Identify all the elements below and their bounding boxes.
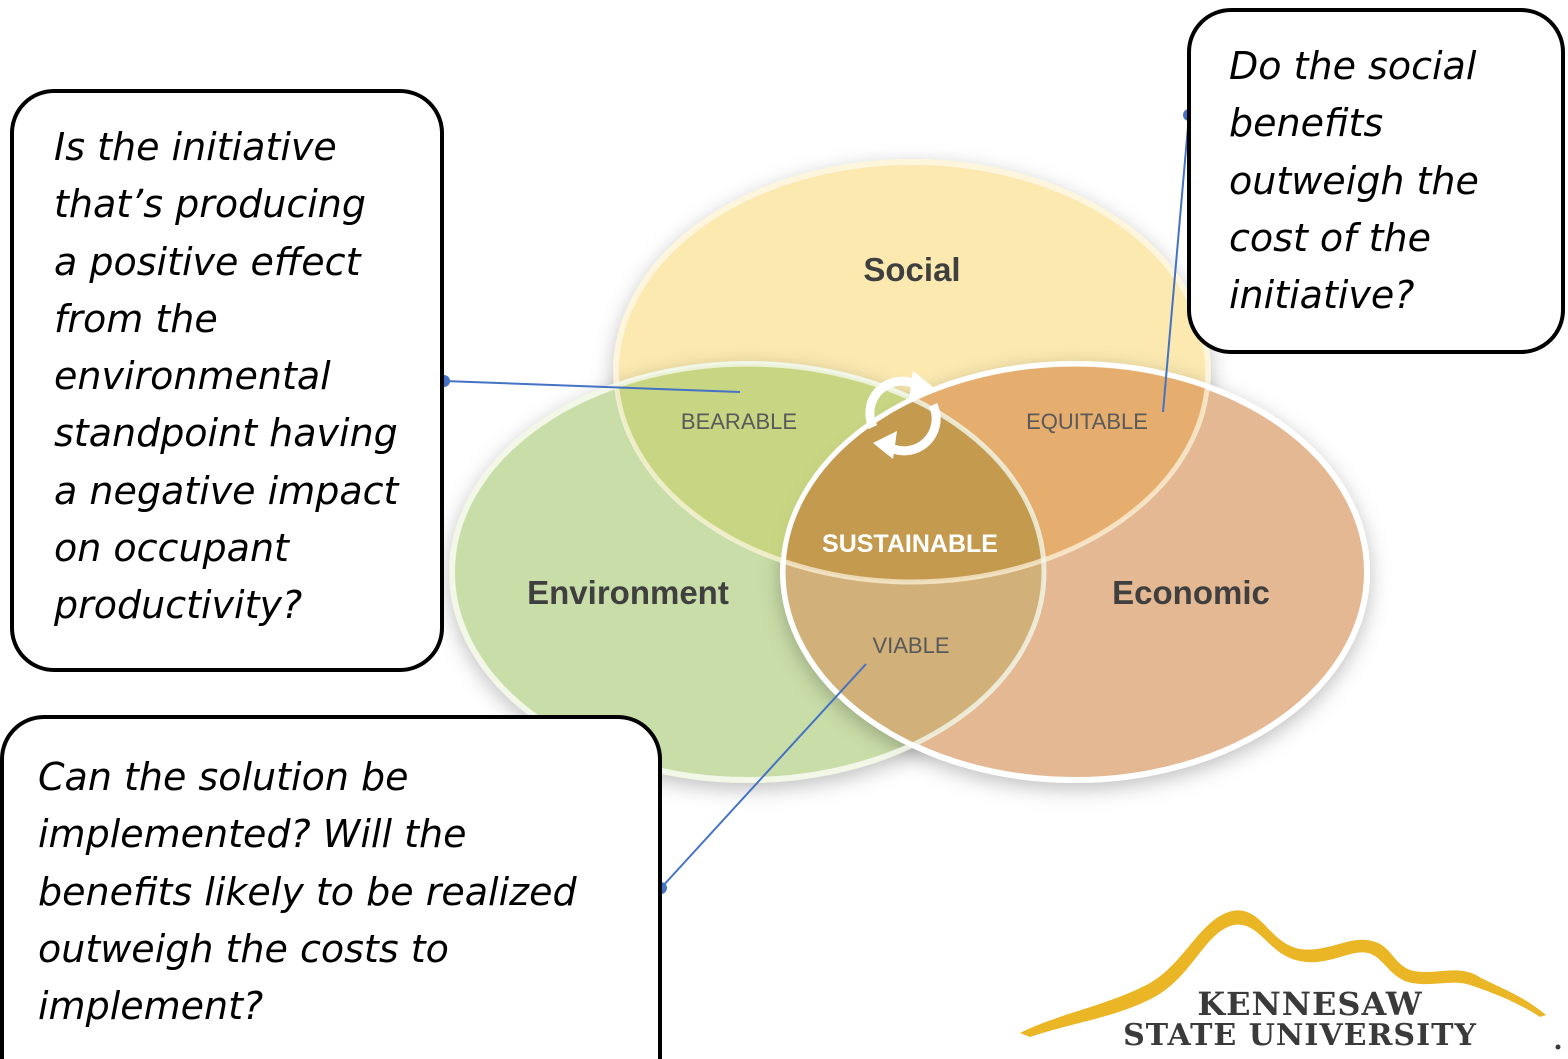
callout-line: implemented? Will the <box>38 812 467 857</box>
callout-line: Can the solution be <box>38 755 409 799</box>
callout-line: initiative? <box>1229 273 1415 318</box>
cycle-arrows-icon <box>865 371 941 459</box>
environment-label: Environment <box>527 574 729 611</box>
social-label: Social <box>863 251 960 288</box>
callout-line: a negative impact <box>54 468 399 513</box>
logo-line2: STATE UNIVERSITY <box>1123 1018 1477 1053</box>
equitable-label: EQUITABLE <box>1026 409 1148 434</box>
callout-bearable-question: Is the initiative that’s producing a pos… <box>10 89 444 672</box>
callout-line: from the <box>54 296 218 341</box>
callout-line: productivity? <box>54 583 303 628</box>
callout-line: a positive effect <box>54 239 361 284</box>
mountain-swoosh <box>1020 910 1546 1037</box>
sustainable-label: SUSTAINABLE <box>822 530 998 558</box>
callout-line: benefits likely to be realized <box>38 869 577 914</box>
callout-viable-question: Can the solution be implemented? Will th… <box>0 715 662 1059</box>
callout-line: that’s producing <box>54 182 366 227</box>
logo-line1: KENNESAW <box>1197 985 1422 1023</box>
callout-line: outweigh the <box>1229 158 1479 203</box>
callout-line: Is the initiative <box>54 125 337 169</box>
callout-line: Do the social <box>1229 44 1477 88</box>
sustainable-center <box>783 364 1044 582</box>
callout-line: outweigh the costs to <box>38 926 449 971</box>
callout-line: standpoint having <box>54 411 398 456</box>
kennesaw-state-university-logo: KENNESAW STATE UNIVERSITY <box>1020 910 1561 1053</box>
callout-line: environmental <box>54 354 331 399</box>
viable-label: VIABLE <box>872 633 949 658</box>
callout-equitable-question: Do the social benefits outweigh the cost… <box>1187 8 1565 354</box>
bearable-label: BEARABLE <box>681 409 797 434</box>
callout-line: on occupant <box>54 526 289 571</box>
callout-line: implement? <box>38 984 264 1029</box>
callout-line: benefits <box>1229 101 1384 146</box>
callout-line: cost of the <box>1229 215 1431 260</box>
economic-label: Economic <box>1112 574 1270 611</box>
